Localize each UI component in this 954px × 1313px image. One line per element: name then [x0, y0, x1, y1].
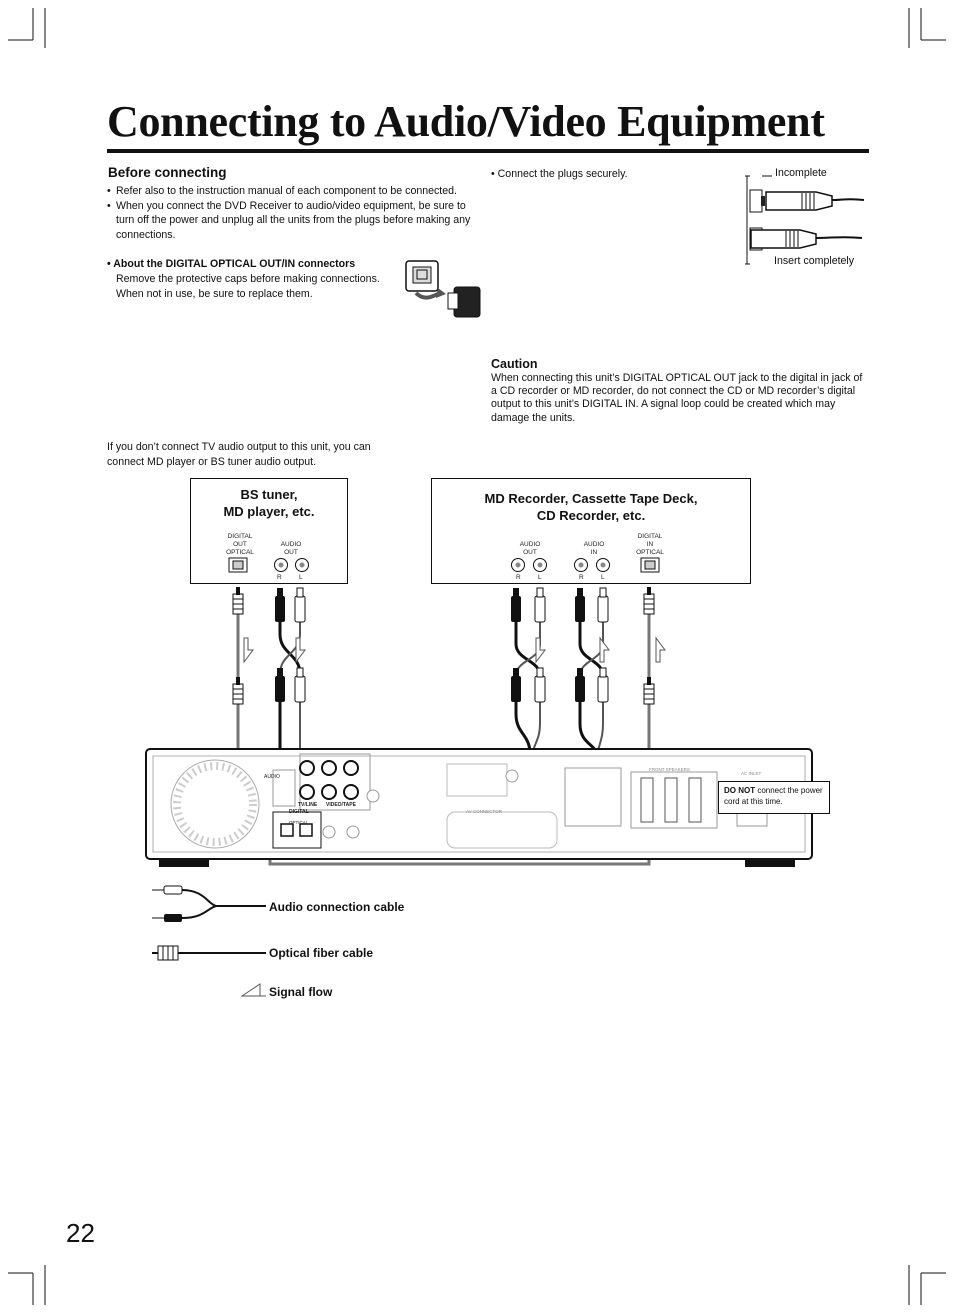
bs-jacks: [228, 557, 309, 573]
bs-audio-out-label: AUDIO OUT: [280, 541, 302, 556]
bs-box-title: BS tuner, MD player, etc.: [223, 487, 315, 519]
md-jacks: [511, 557, 660, 573]
incomplete-label: Incomplete: [775, 167, 827, 179]
rcv-ac-inlet-label: AC INLET: [741, 771, 762, 776]
title-rule: [107, 149, 869, 153]
bs-digital-out-label: DIGITAL OUT OPTICAL: [226, 533, 254, 556]
legend-icons: [152, 885, 266, 997]
do-not-connect-note: DO NOT connect the power cord at this ti…: [718, 781, 830, 814]
receiver-rear-panel: [145, 748, 813, 867]
tv-note: If you don’t connect TV audio output to …: [107, 441, 371, 468]
md-out-r-label: R: [516, 574, 521, 581]
legend-audio-cable: Audio connection cable: [269, 900, 405, 914]
insert-completely-label: Insert completely: [774, 255, 855, 267]
md-box-title: MD Recorder, Cassette Tape Deck, CD Reco…: [484, 491, 698, 523]
page-title: Connecting to Audio/Video Equipment: [107, 97, 825, 146]
optical-cap-illustration: [405, 260, 481, 318]
md-in-l-label: L: [601, 574, 605, 581]
legend-optical-cable: Optical fiber cable: [269, 946, 374, 960]
rcv-videotape-label: VIDEO/TAPE: [326, 802, 356, 808]
bs-tuner-box: BS tuner, MD player, etc. DIGITAL OUT OP…: [190, 478, 348, 584]
caution-text: When connecting this unit’s DIGITAL OPTI…: [491, 372, 863, 424]
optical-heading: • About the DIGITAL OPTICAL OUT/IN conne…: [107, 258, 356, 270]
md-digital-in-label: DIGITAL IN OPTICAL: [636, 533, 664, 556]
bs-r-label: R: [277, 574, 282, 581]
md-audio-in-label: AUDIO IN: [583, 541, 605, 556]
plugs-note: • Connect the plugs securely.: [491, 168, 628, 180]
rcv-front-speakers-label: FRONT SPEAKERS: [649, 767, 690, 772]
md-audio-out-label: AUDIO OUT: [519, 541, 541, 556]
legend-signal-flow: Signal flow: [269, 985, 333, 999]
rcv-av-connector-label: AV CONNECTOR: [466, 809, 502, 814]
md-out-l-label: L: [538, 574, 542, 581]
rcv-optical-label: OPTICAL: [289, 820, 309, 825]
md-recorder-box: MD Recorder, Cassette Tape Deck, CD Reco…: [431, 478, 751, 584]
bs-l-label: L: [299, 574, 303, 581]
rcv-tvline-label: TV/LINE: [298, 802, 318, 808]
before-bullet: When you connect the DVD Receiver to aud…: [107, 199, 485, 243]
optical-text: Remove the protective caps before making…: [116, 273, 380, 300]
before-list: Refer also to the instruction manual of …: [107, 184, 485, 242]
before-heading: Before connecting: [108, 165, 227, 180]
rcv-digital-label: DIGITAL: [289, 809, 309, 815]
before-bullet: Refer also to the instruction manual of …: [107, 184, 485, 199]
plug-insertion-illustration: [745, 175, 864, 265]
page-number: 22: [66, 1218, 95, 1248]
rcv-audio-label: AUDIO: [264, 774, 280, 780]
md-in-r-label: R: [579, 574, 584, 581]
caution-heading: Caution: [491, 357, 538, 371]
